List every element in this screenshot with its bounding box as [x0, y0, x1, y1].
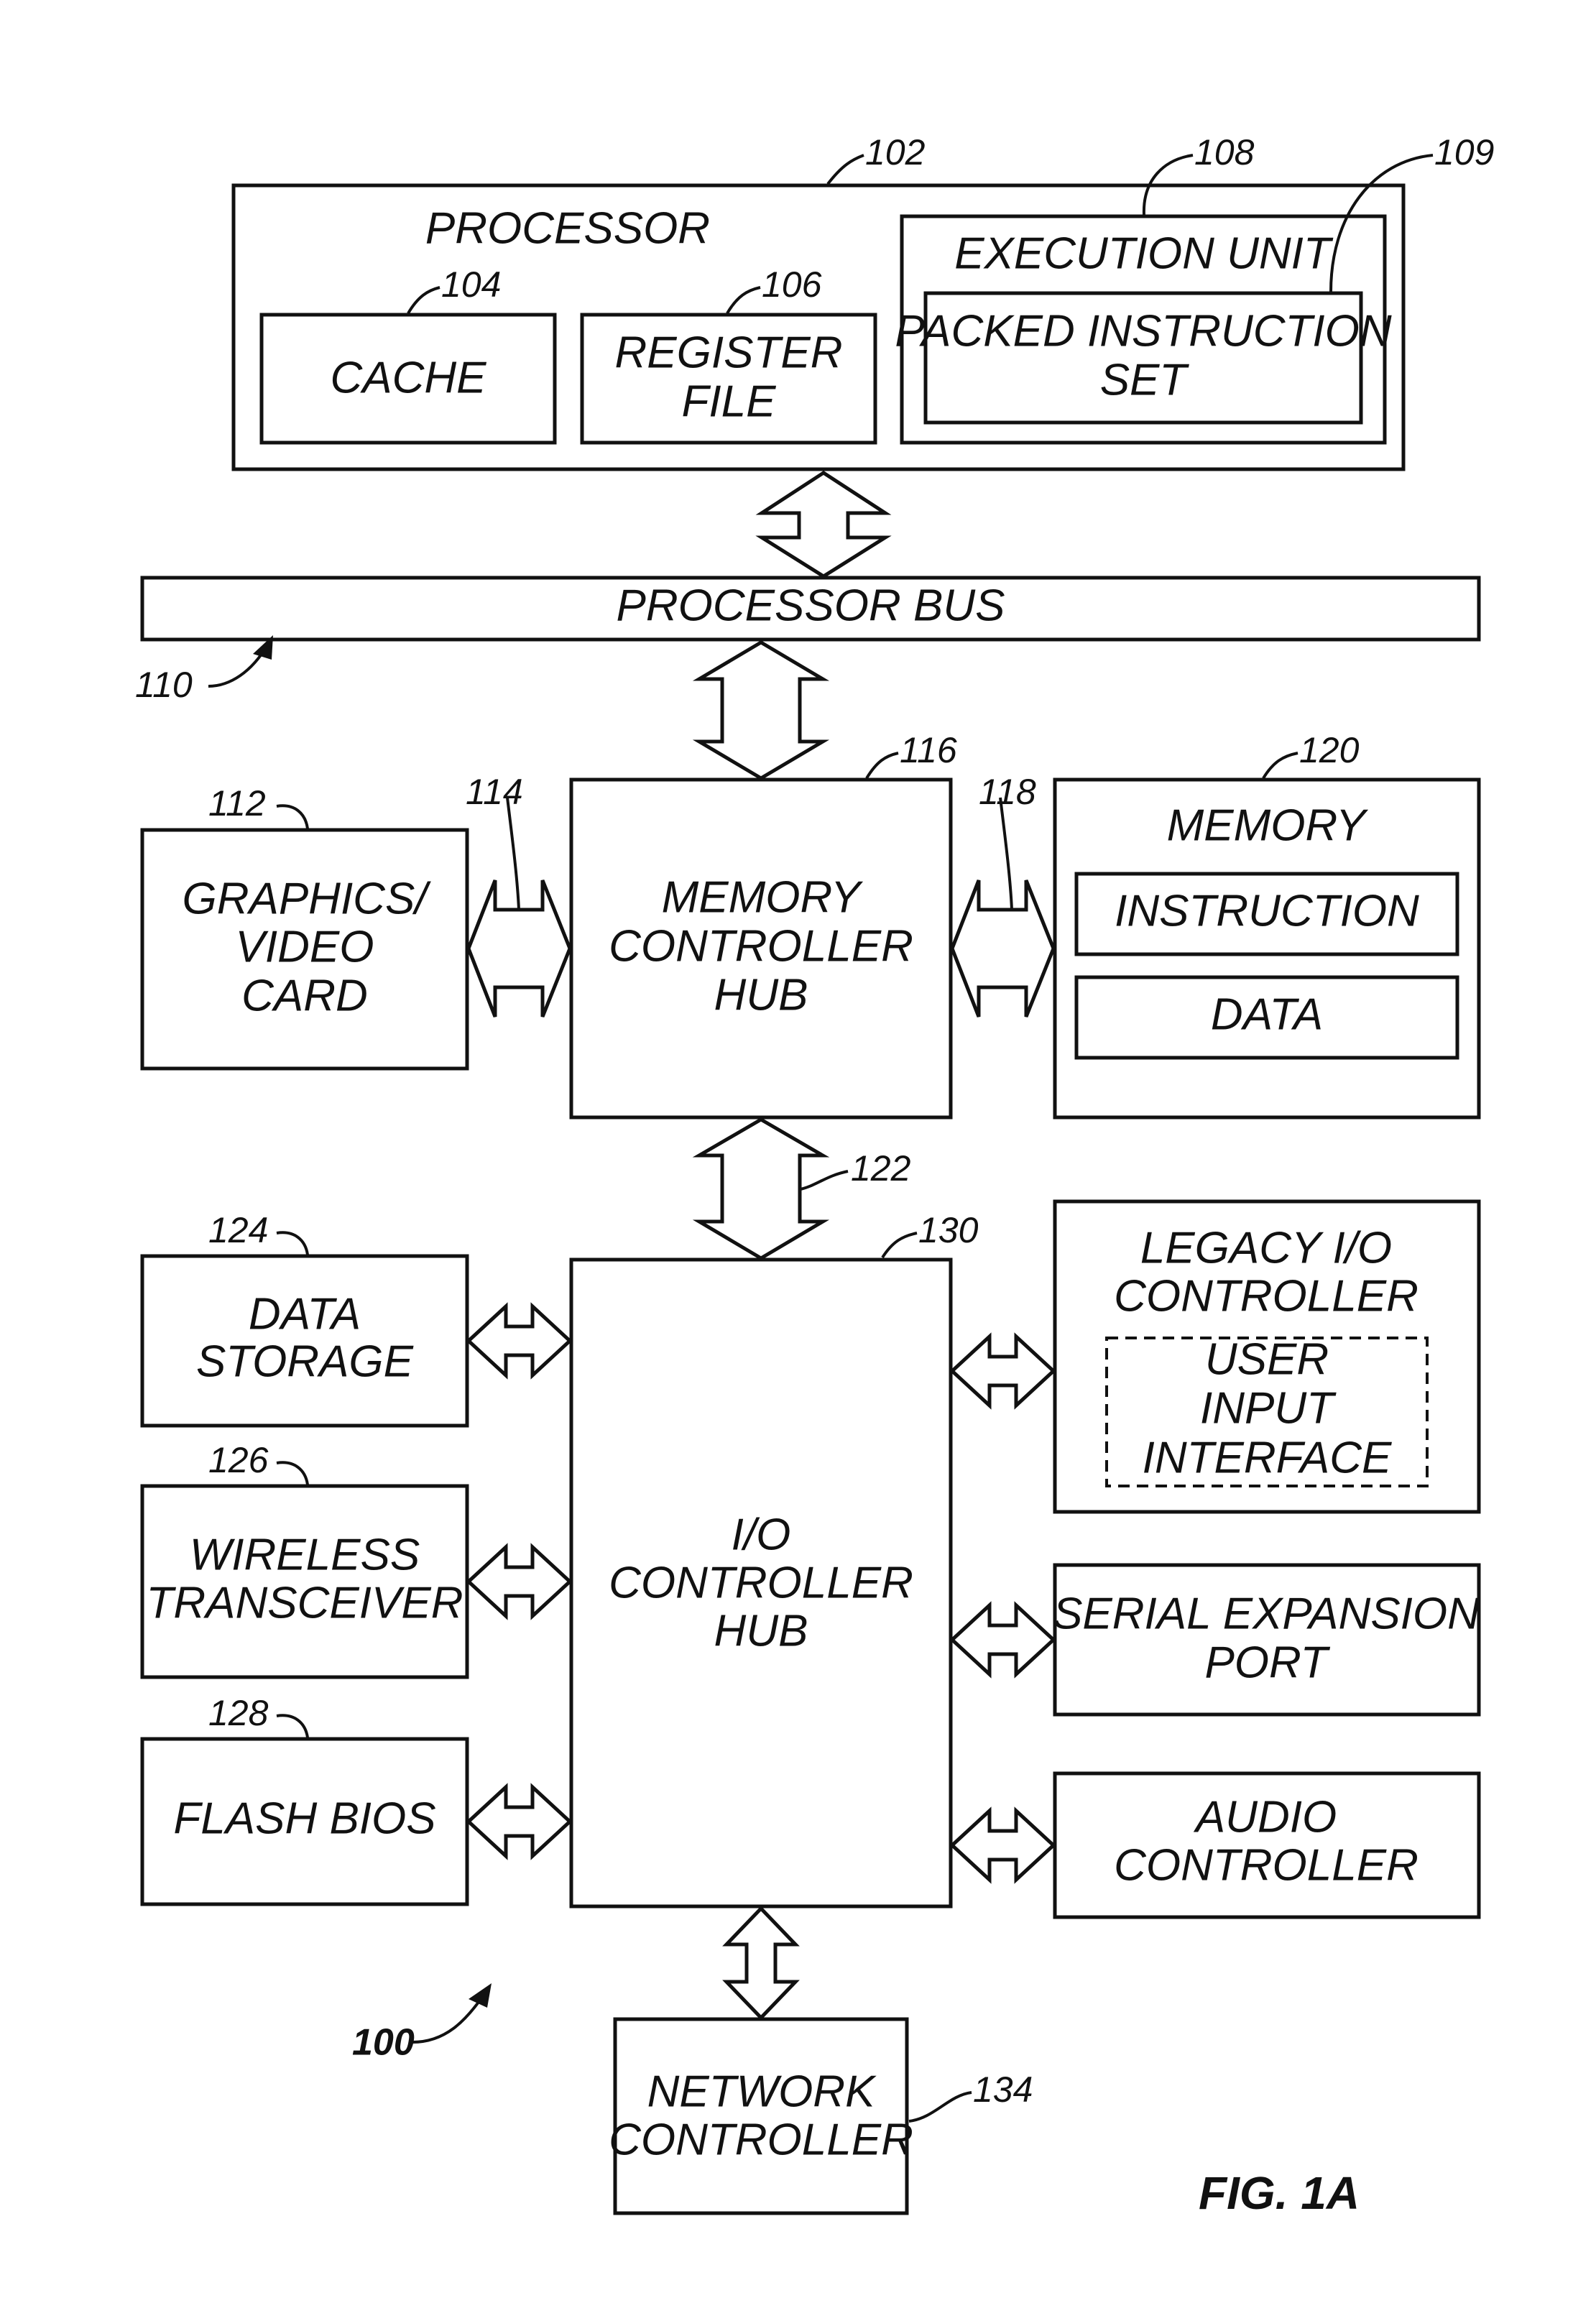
network-controller-label-2: CONTROLLER [609, 2115, 913, 2164]
user-input-interface-label-1: USER [1205, 1334, 1329, 1384]
data-storage-label-2: STORAGE [196, 1337, 414, 1386]
ref-100: 100 [352, 2022, 415, 2064]
packed-instruction-set-label-2: SET [1100, 355, 1190, 405]
memory-link-arrow [952, 880, 1053, 1017]
instruction-label: INSTRUCTION [1115, 886, 1419, 936]
packed-instruction-set-label-1: PACKED INSTRUCTION [895, 306, 1391, 356]
ref-106: 106 [762, 264, 822, 305]
serial-port-link-arrow [952, 1605, 1053, 1674]
network-link-arrow [726, 1909, 795, 2018]
wireless-transceiver-label-1: WIRELESS [190, 1530, 420, 1579]
serial-expansion-port-label-2: PORT [1204, 1638, 1330, 1687]
processor-bus-label: PROCESSOR BUS [617, 581, 1005, 630]
ref-104: 104 [441, 264, 501, 305]
legacy-io-controller-label-2: CONTROLLER [1114, 1271, 1419, 1321]
legacy-io-controller-label-1: LEGACY I/O [1140, 1223, 1392, 1273]
leader-124 [277, 1232, 308, 1255]
data-storage-link-arrow [469, 1306, 570, 1375]
io-controller-hub-label-3: HUB [714, 1606, 808, 1656]
leader-109 [1331, 155, 1433, 292]
execution-unit-label: EXECUTION UNIT [954, 229, 1334, 278]
processor-label: PROCESSOR [425, 203, 710, 253]
leader-134 [909, 2092, 972, 2121]
cache-label: CACHE [330, 353, 486, 402]
leader-114 [507, 798, 519, 910]
wireless-transceiver-label-2: TRANSCEIVER [147, 1578, 463, 1628]
audio-controller-label-2: CONTROLLER [1114, 1840, 1419, 1890]
figure-label: FIG. 1A [1199, 2167, 1360, 2219]
ref-102: 102 [865, 132, 926, 172]
graphics-video-card-label-3: CARD [241, 971, 368, 1020]
leader-116 [867, 753, 898, 778]
leader-104 [408, 287, 440, 313]
ref-134: 134 [973, 2069, 1033, 2110]
ref-118: 118 [979, 772, 1036, 812]
ref-109: 109 [1434, 132, 1494, 172]
leader-118 [1000, 798, 1012, 910]
graphics-video-card-label-2: VIDEO [236, 922, 374, 971]
ref-108: 108 [1194, 132, 1255, 172]
io-controller-hub-label-1: I/O [732, 1510, 791, 1559]
leader-126 [277, 1462, 308, 1485]
memory-controller-hub-label-3: HUB [714, 970, 808, 1020]
legacy-io-link-arrow [952, 1337, 1053, 1406]
ref-130: 130 [918, 1210, 979, 1250]
wireless-link-arrow [469, 1547, 570, 1616]
ref-112: 112 [208, 783, 266, 823]
ref-126: 126 [208, 1440, 269, 1480]
memory-controller-hub-label-1: MEMORY [662, 872, 864, 922]
ref-122: 122 [851, 1148, 911, 1189]
leader-100-arrowhead [469, 1983, 492, 2008]
register-file-label-1: REGISTER [615, 328, 843, 377]
leader-122 [801, 1171, 848, 1189]
user-input-interface-label-3: INTERFACE [1143, 1433, 1392, 1482]
ref-120: 120 [1299, 730, 1360, 770]
audio-link-arrow [952, 1811, 1053, 1880]
leader-100 [412, 1996, 483, 2042]
ref-124: 124 [208, 1210, 268, 1250]
io-controller-hub-label-2: CONTROLLER [609, 1558, 913, 1607]
ref-128: 128 [208, 1693, 269, 1733]
memory-label: MEMORY [1167, 800, 1369, 850]
register-file-label-2: FILE [682, 377, 777, 426]
data-label: DATA [1211, 989, 1323, 1039]
leader-112 [277, 806, 308, 829]
ref-110: 110 [135, 665, 193, 705]
ref-116: 116 [900, 730, 957, 770]
leader-102 [828, 155, 864, 184]
data-storage-label-1: DATA [249, 1289, 361, 1339]
leader-106 [727, 287, 760, 313]
bus-mch-link-arrow [699, 642, 823, 778]
ref-114: 114 [466, 772, 523, 812]
memory-controller-hub-label-2: CONTROLLER [609, 921, 913, 971]
serial-expansion-port-label-1: SERIAL EXPANSION [1053, 1589, 1480, 1638]
leader-128 [277, 1715, 308, 1737]
leader-120 [1263, 753, 1298, 778]
flash-bios-label: FLASH BIOS [173, 1794, 435, 1843]
graphics-video-card-label-1: GRAPHICS/ [182, 874, 431, 923]
audio-controller-label-1: AUDIO [1193, 1792, 1337, 1842]
processor-bus-link-arrow [762, 473, 885, 576]
user-input-interface-label-2: INPUT [1200, 1383, 1337, 1433]
leader-130 [882, 1233, 917, 1257]
network-controller-label-1: NETWORK [647, 2067, 877, 2116]
flash-bios-link-arrow [469, 1787, 570, 1856]
